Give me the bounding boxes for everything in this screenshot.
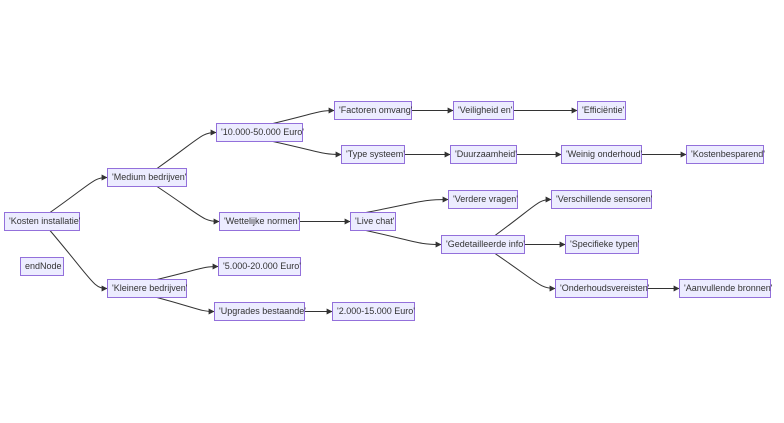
node-factoren-omvang: 'Factoren omvang' — [334, 101, 412, 120]
node-5000-20000-euro: '5.000-20.000 Euro' — [218, 257, 301, 276]
edge-P-R — [365, 230, 442, 248]
node-kleinere-bedrijven: 'Kleinere bedrijven' — [107, 279, 187, 298]
node-2000-15000-euro: '2.000-15.000 Euro' — [332, 302, 415, 321]
edge-C-G — [156, 297, 215, 315]
node-endnode: endNode — [20, 257, 64, 276]
node-kostenbesparend: 'Kostenbesparend' — [686, 145, 765, 164]
edge-C-F — [156, 263, 219, 280]
node-verschillende-sensoren: 'Verschillende sensoren' — [551, 190, 653, 209]
node-type-systeem: 'Type systeem' — [341, 145, 405, 164]
node-upgrades-bestaande: 'Upgrades bestaande' — [214, 302, 306, 321]
edge-R-S — [494, 196, 552, 236]
node-onderhoudsvereisten: 'Onderhoudsvereisten' — [555, 279, 650, 298]
edge-A-C — [49, 230, 108, 292]
node-wettelijke-normen: 'Wettelijke normen' — [219, 212, 300, 231]
edge-R-U — [494, 253, 556, 292]
edge-A-B — [49, 174, 108, 213]
node-aanvullende-bronnen: 'Aanvullende bronnen' — [679, 279, 773, 298]
node-gedetailleerde-info: 'Gedetailleerde info' — [441, 235, 525, 254]
node-live-chat: 'Live chat' — [350, 212, 396, 231]
node-duurzaamheid: 'Duurzaamheid' — [450, 145, 517, 164]
edge-B-D — [156, 129, 217, 169]
node-verdere-vragen: 'Verdere vragen' — [448, 190, 518, 209]
node-10000-50000-euro: '10.000-50.000 Euro' — [216, 123, 304, 142]
edge-B-E — [156, 186, 220, 225]
edge-P-Q — [365, 196, 449, 213]
node-weinig-onderhoud: 'Weinig onderhoud' — [561, 145, 642, 164]
node-veiligheid-en: 'Veiligheid en' — [453, 101, 514, 120]
edge-D-L — [272, 141, 342, 158]
node-efficientie: 'Efficiëntie' — [577, 101, 626, 120]
node-medium-bedrijven: 'Medium bedrijven' — [107, 168, 187, 187]
node-specifieke-typen: 'Specifieke typen' — [565, 235, 639, 254]
edge-D-I — [272, 107, 335, 124]
node-kosten-installatie: 'Kosten installatie' — [4, 212, 80, 231]
